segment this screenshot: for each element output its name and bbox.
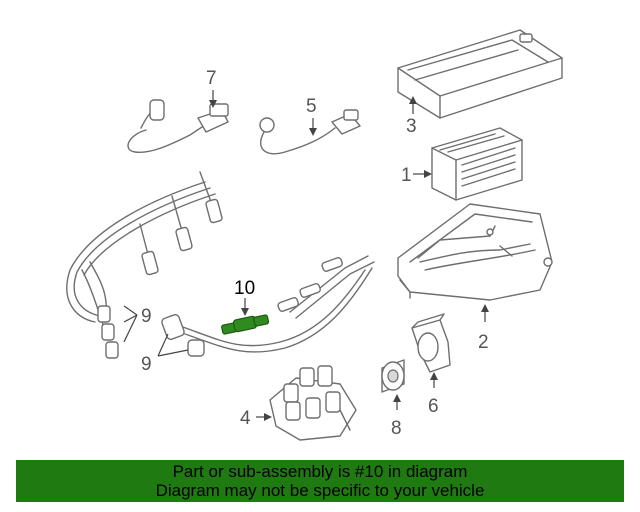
svg-text:1: 1 <box>401 165 412 186</box>
info-banner: Part or sub-assembly is #10 in diagram D… <box>16 460 624 502</box>
callout-2: 2 <box>478 304 489 353</box>
callout-3: 3 <box>406 96 417 137</box>
svg-text:8: 8 <box>391 418 402 439</box>
svg-text:9: 9 <box>141 306 152 327</box>
part-7-sensor[interactable] <box>127 99 229 153</box>
callout-5: 5 <box>306 96 317 136</box>
part-2-tray[interactable] <box>397 203 553 301</box>
svg-text:6: 6 <box>428 396 439 417</box>
part-10-highlighted[interactable] <box>221 314 270 335</box>
callout-1: 1 <box>401 165 432 186</box>
callout-8: 8 <box>391 394 402 439</box>
callout-9-lower: 9 <box>141 333 189 375</box>
svg-text:7: 7 <box>206 68 217 89</box>
part-1-control-module[interactable] <box>431 127 523 201</box>
callout-7: 7 <box>206 68 217 108</box>
svg-text:2: 2 <box>478 332 489 353</box>
part-8-mount[interactable] <box>381 359 405 393</box>
part-3-control-unit-housing[interactable] <box>397 29 563 119</box>
svg-text:9: 9 <box>141 354 152 375</box>
part-4-distributor-cap[interactable] <box>269 365 357 441</box>
svg-text:3: 3 <box>406 116 417 137</box>
callout-4: 4 <box>240 408 272 429</box>
svg-text:10: 10 <box>234 278 255 299</box>
banner-line-2: Diagram may not be specific to your vehi… <box>155 481 485 500</box>
callout-9-upper: 9 <box>123 305 152 343</box>
part-6-bracket[interactable] <box>411 313 451 373</box>
svg-text:5: 5 <box>306 96 317 117</box>
callout-10: 10 <box>234 278 255 316</box>
banner-line-1: Part or sub-assembly is #10 in diagram <box>172 462 468 481</box>
part-9-wire-harness[interactable] <box>66 171 375 359</box>
callout-6: 6 <box>428 372 439 417</box>
svg-text:4: 4 <box>240 408 251 429</box>
part-5-sensor[interactable] <box>259 109 361 155</box>
